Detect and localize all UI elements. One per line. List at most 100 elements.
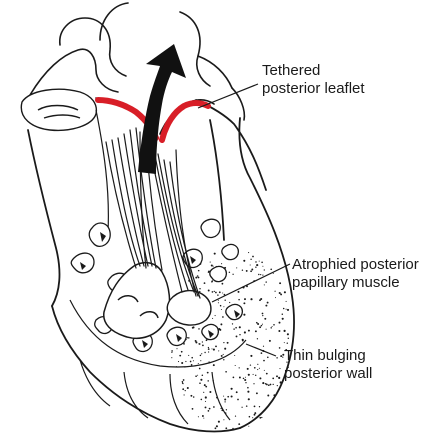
stipple-dot [188, 355, 189, 356]
stipple-dot [225, 412, 227, 414]
stipple-dot [195, 341, 197, 343]
stipple-dot [218, 300, 219, 301]
stipple-dot [223, 306, 224, 307]
label-tethered-leaflet-line2: posterior leaflet [262, 80, 365, 97]
stipple-dot [220, 305, 222, 307]
stipple-dot [259, 326, 261, 328]
stipple-dot [245, 377, 246, 378]
stipple-dot [226, 409, 227, 410]
stipple-dot [195, 375, 197, 377]
stipple-dot [272, 326, 273, 327]
stipple-dot [239, 367, 240, 368]
stipple-dot [259, 377, 261, 379]
stipple-dot [243, 314, 245, 316]
stipple-dot [222, 316, 224, 318]
stipple-dot [248, 426, 249, 427]
stipple-dot [222, 293, 223, 294]
stipple-dot [236, 267, 237, 268]
stipple-dot [264, 318, 266, 320]
stipple-dot [280, 355, 282, 357]
stipple-dot [239, 326, 241, 328]
stipple-dot [236, 391, 238, 393]
stipple-dot [171, 350, 173, 352]
stipple-dot [229, 272, 230, 273]
stipple-dot [283, 308, 285, 310]
stipple-dot [264, 269, 265, 270]
stipple-dot [202, 341, 203, 342]
stipple-dot [269, 340, 271, 342]
stipple-dot [263, 360, 265, 362]
stipple-dot [238, 291, 240, 293]
stipple-dot [262, 315, 263, 316]
stipple-dot [243, 260, 245, 262]
stipple-dot [221, 355, 223, 357]
stipple-dot [185, 390, 186, 391]
stipple-dot [262, 275, 263, 276]
label-thin-wall: Thin bulging posterior wall [284, 347, 372, 382]
stipple-dot [225, 371, 227, 373]
stipple-dot [236, 335, 238, 337]
stipple-dot [182, 388, 184, 390]
stipple-dot [243, 378, 245, 380]
stipple-dot [193, 396, 195, 398]
stipple-dot [250, 364, 251, 365]
label-tethered-leaflet: Tethered posterior leaflet [262, 62, 365, 97]
stipple-dot [262, 313, 264, 315]
stipple-dot [248, 374, 250, 376]
stipple-dot [288, 338, 289, 339]
stipple-dot [231, 388, 233, 390]
stipple-dot [205, 386, 207, 388]
stipple-dot [262, 266, 263, 267]
stipple-dot [257, 338, 258, 339]
stipple-dot [198, 270, 200, 272]
stipple-dot [191, 364, 193, 366]
stipple-dot [268, 384, 270, 386]
stipple-dot [223, 419, 224, 420]
stipple-dot [185, 361, 186, 362]
label-thin-wall-line1: Thin bulging [284, 347, 366, 364]
stipple-dot [248, 330, 250, 332]
stipple-dot [192, 326, 194, 328]
stipple-dot [192, 408, 194, 410]
stipple-dot [233, 328, 234, 329]
stipple-dot [248, 398, 250, 400]
stipple-dot [250, 259, 251, 260]
stipple-dot [224, 299, 225, 300]
stipple-dot [243, 302, 245, 304]
label-tethered-leaflet-line1: Tethered [262, 62, 320, 79]
stipple-dot [259, 368, 260, 369]
stipple-dot [208, 290, 210, 292]
stipple-dot [182, 383, 183, 384]
stipple-dot [254, 367, 256, 369]
stipple-dot [265, 281, 266, 282]
stipple-dot [253, 383, 254, 384]
stipple-dot [275, 297, 276, 298]
anterior-papillary-muscle [104, 263, 170, 339]
label-atrophied-muscle: Atrophied posterior papillary muscle [292, 256, 423, 291]
stipple-dot [198, 416, 199, 417]
stipple-dot [209, 391, 211, 393]
stipple-dot [247, 368, 249, 370]
stipple-dot [218, 421, 220, 423]
stipple-dot [209, 408, 211, 410]
stipple-dot [255, 330, 257, 332]
stipple-dot [244, 331, 246, 333]
stipple-dot [207, 372, 209, 374]
stipple-dot [220, 323, 222, 325]
stipple-dot [265, 305, 267, 307]
stipple-dot [200, 355, 202, 357]
stipple-dot [261, 325, 263, 327]
stipple-dot [221, 409, 223, 411]
stipple-dot [197, 275, 199, 277]
stipple-dot [197, 375, 198, 376]
stipple-dot [232, 428, 234, 430]
stipple-dot [256, 264, 258, 266]
label-atrophied-muscle-line2: papillary muscle [292, 274, 400, 291]
stipple-dot [267, 302, 269, 304]
stipple-dot [218, 302, 219, 303]
leaflet-leader-line [198, 84, 258, 108]
stipple-dot [273, 324, 275, 326]
stipple-dot [246, 270, 248, 272]
stipple-dot [211, 264, 213, 266]
